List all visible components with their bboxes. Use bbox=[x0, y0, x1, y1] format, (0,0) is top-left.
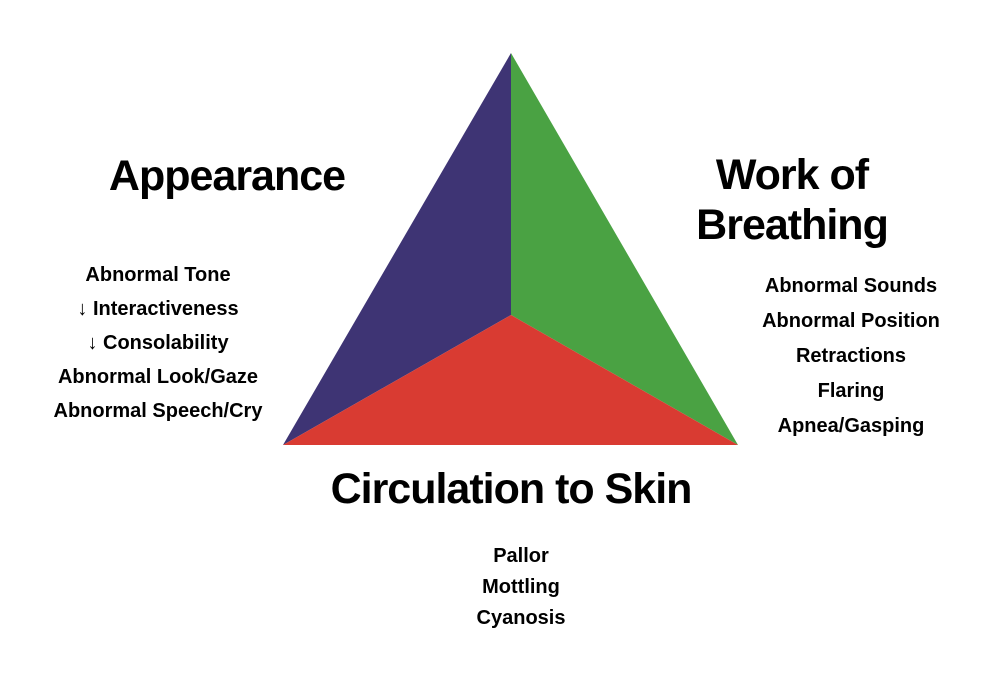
work-of-breathing-heading: Work of Breathing bbox=[602, 150, 982, 250]
wob-sign-abnormal-sounds: Abnormal Sounds bbox=[764, 275, 938, 297]
work-of-breathing-sign-list: Abnormal Sounds Abnormal Position Retrac… bbox=[701, 269, 991, 444]
circulation-sign-mottling: Mottling bbox=[482, 576, 560, 598]
wob-sign-retractions: Retractions bbox=[795, 345, 907, 367]
wob-sign-apnea-gasping: Apnea/Gasping bbox=[777, 415, 925, 437]
circulation-sign-pallor: Pallor bbox=[493, 545, 549, 567]
appearance-sign-abnormal-tone: Abnormal Tone bbox=[85, 264, 231, 286]
circulation-sign-list: Pallor Mottling Cyanosis bbox=[371, 541, 671, 634]
appearance-sign-abnormal-speech-cry: Abnormal Speech/Cry bbox=[53, 400, 263, 422]
circulation-triangle-section bbox=[283, 315, 738, 445]
work-of-breathing-triangle-section bbox=[511, 53, 738, 445]
circulation-to-skin-heading: Circulation to Skin bbox=[330, 465, 693, 513]
appearance-sign-abnormal-look-gaze: Abnormal Look/Gaze bbox=[57, 366, 259, 388]
appearance-triangle-section bbox=[283, 53, 511, 445]
wob-sign-flaring: Flaring bbox=[817, 380, 885, 402]
appearance-sign-decreased-interactiveness: ↓ Interactiveness bbox=[77, 298, 239, 320]
appearance-sign-list: Abnormal Tone ↓ Interactiveness ↓ Consol… bbox=[8, 258, 308, 428]
work-of-breathing-heading-line1: Work of bbox=[715, 151, 869, 199]
appearance-heading: Appearance bbox=[108, 152, 346, 200]
circulation-sign-cyanosis: Cyanosis bbox=[476, 607, 566, 629]
work-of-breathing-heading-line2: Breathing bbox=[696, 201, 889, 249]
appearance-sign-decreased-consolability: ↓ Consolability bbox=[87, 332, 229, 354]
wob-sign-abnormal-position: Abnormal Position bbox=[762, 310, 940, 332]
